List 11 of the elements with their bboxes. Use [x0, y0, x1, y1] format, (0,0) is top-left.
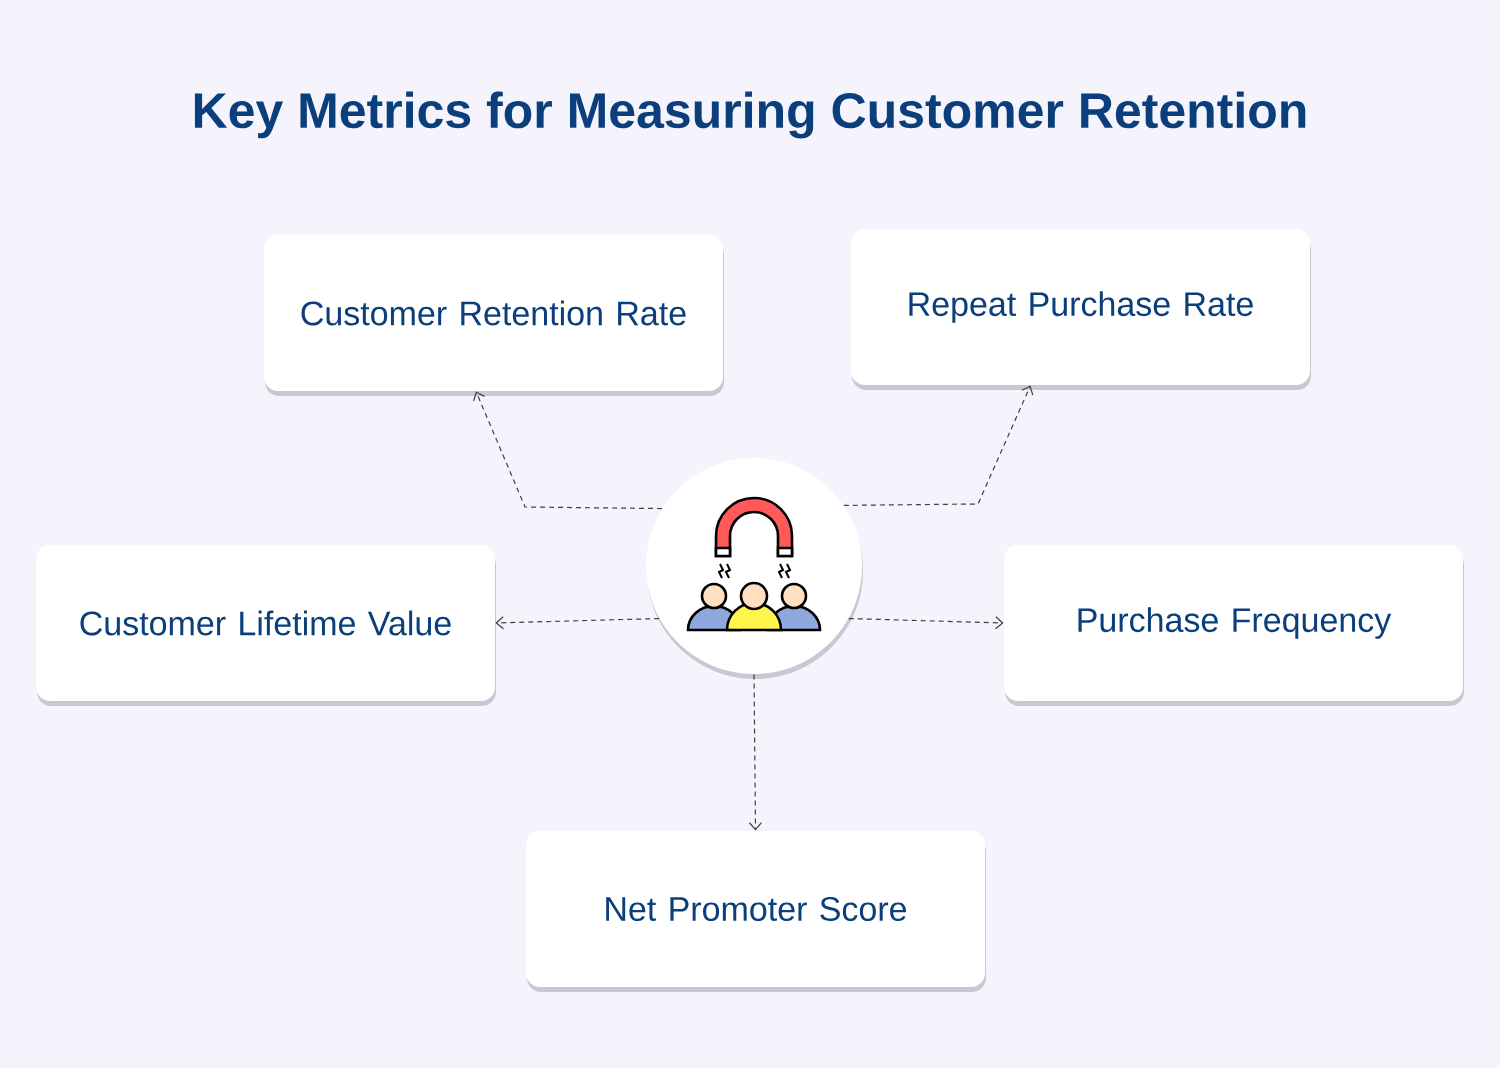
title: Key Metrics for Measuring Customer Retention: [194, 91, 1306, 139]
arrow: [848, 616, 1004, 630]
metric-box: Customer Retention Rate: [264, 235, 724, 396]
metric-box: Customer Lifetime Value: [36, 545, 496, 706]
metric-box: Repeat Purchase Rate: [851, 229, 1311, 390]
metric-box: Purchase Frequency: [1004, 545, 1464, 706]
metric-box: Net Promoter Score: [526, 831, 986, 992]
arrow: [843, 385, 1034, 506]
arrow: [472, 391, 663, 510]
arrow: [495, 616, 660, 630]
arrow: [748, 673, 763, 831]
